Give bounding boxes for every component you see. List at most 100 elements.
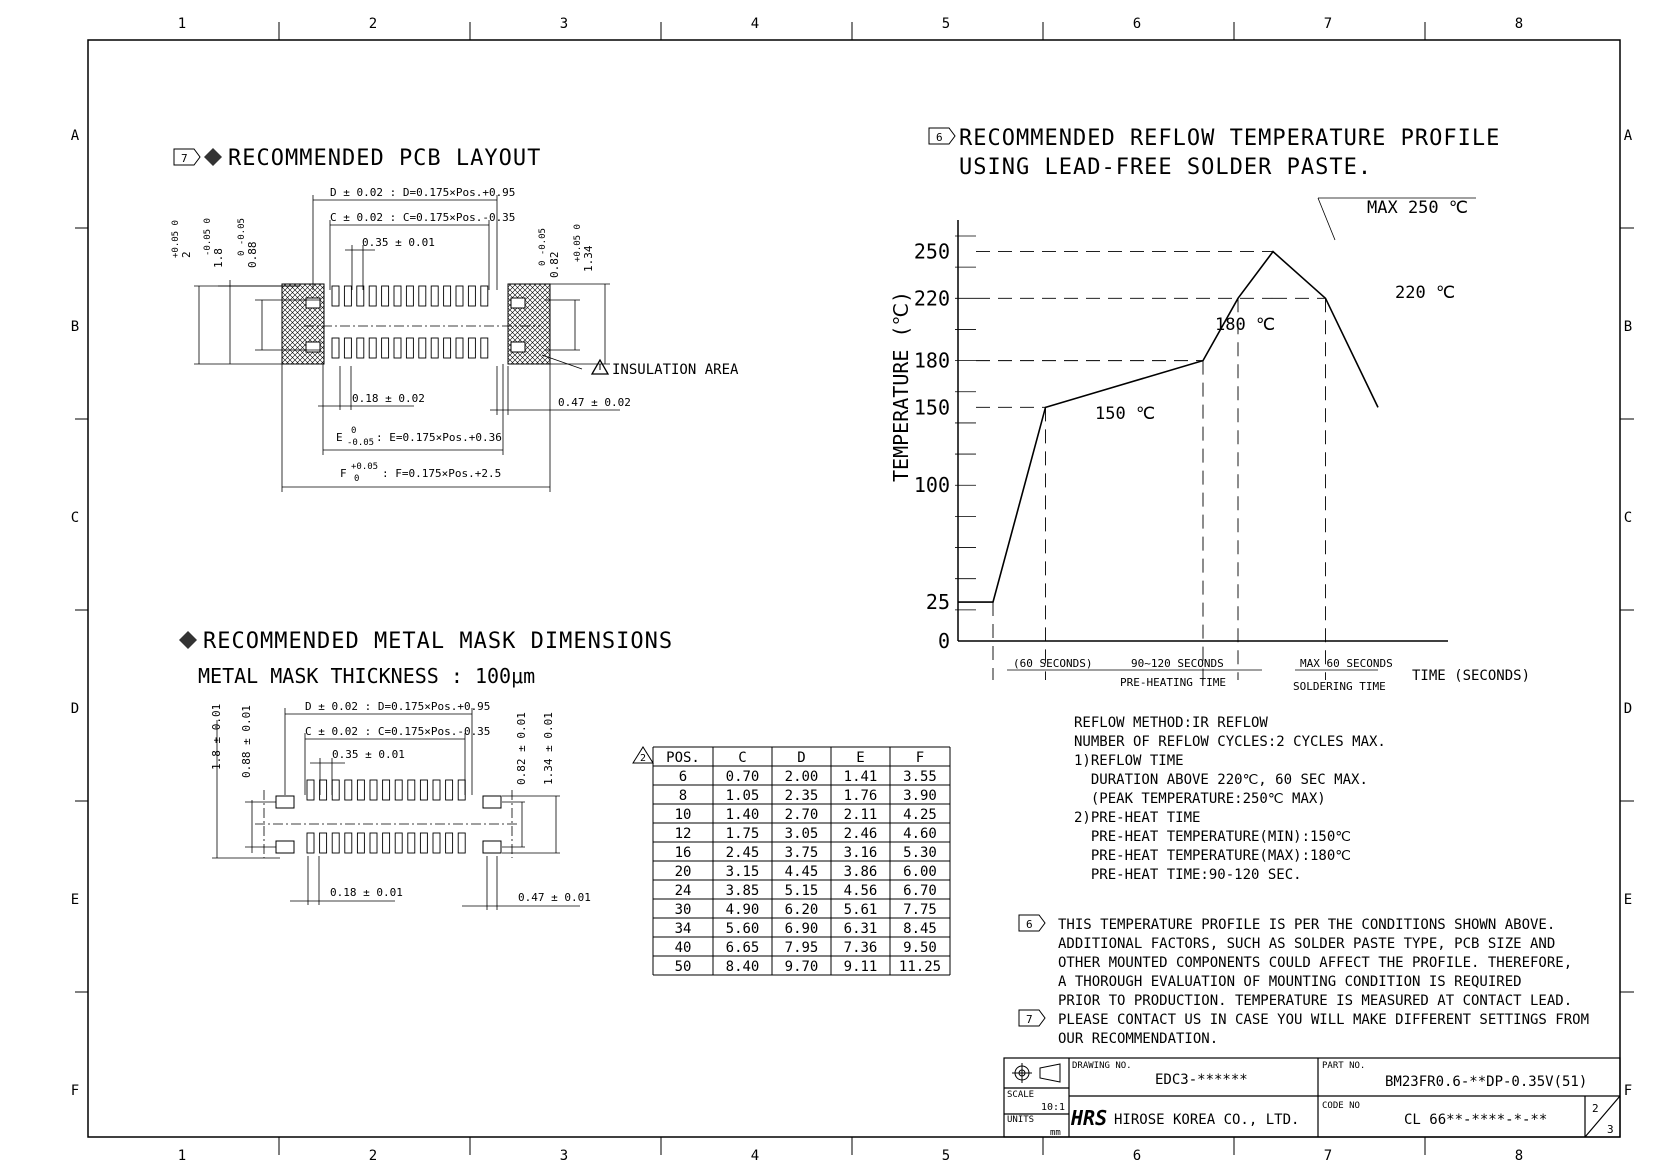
row-label: A [1624, 128, 1633, 144]
table-cell: 1.41 [844, 769, 878, 785]
table-cell: 3.05 [785, 826, 819, 842]
row-label: B [71, 319, 79, 335]
part-no-label: PART NO. [1322, 1061, 1365, 1071]
col-label: 3 [560, 1148, 568, 1164]
table-cell: 5.15 [785, 883, 819, 899]
diamond-icon [204, 148, 222, 166]
drawing-no-label: DRAWING NO. [1072, 1061, 1132, 1071]
reflow-section: 6 RECOMMENDED REFLOW TEMPERATURE PROFILE… [889, 126, 1530, 693]
drawing-frame [75, 22, 1634, 1155]
table-cell: 3.55 [903, 769, 937, 785]
note-6-line: A THOROUGH EVALUATION OF MOUNTING CONDIT… [1058, 974, 1522, 990]
y-tick-label: 25 [926, 590, 950, 614]
table-cell: 6 [679, 769, 687, 785]
signal-pad [382, 779, 391, 801]
dim-v2-tol: -0.05 0 [203, 218, 213, 256]
sheet-total: 3 [1607, 1123, 1614, 1136]
table-cell: 9.50 [903, 940, 937, 956]
signal-pad [356, 285, 365, 307]
table-cell: 3.90 [903, 788, 937, 804]
signal-pad [368, 285, 377, 307]
signal-pad [393, 285, 402, 307]
company-name: HIROSE KOREA CO., LTD. [1114, 1112, 1299, 1128]
table-cell: 9.11 [844, 959, 878, 975]
mask-signal-pads-bottom [306, 832, 466, 854]
y-tick-label: 100 [914, 473, 950, 497]
condition-line: PRE-HEAT TEMPERATURE(MAX):180℃ [1074, 848, 1351, 864]
note-triangle-2: 2 [632, 746, 654, 764]
signal-pad [369, 832, 378, 854]
table-cell: 5.60 [726, 921, 760, 937]
table-cell: 7.95 [785, 940, 819, 956]
signal-pad [344, 832, 353, 854]
x-axis-label: TIME (SECONDS) [1412, 668, 1530, 684]
table-cell: 6.90 [785, 921, 819, 937]
dim-width: 0.18 ± 0.02 [352, 392, 425, 405]
signal-pad [480, 285, 489, 307]
table-cell: 3.85 [726, 883, 760, 899]
table-cell: 4.90 [726, 902, 760, 918]
reflow-title-line2: USING LEAD-FREE SOLDER PASTE. [959, 155, 1372, 180]
dim-pitch: 0.35 ± 0.01 [362, 236, 435, 249]
mask-dim-v4: 1.34 ± 0.01 [542, 712, 555, 785]
signal-pad [443, 337, 452, 359]
col-label: 4 [751, 16, 759, 32]
row-label: C [71, 510, 79, 526]
dim-v2: 1.8 [212, 248, 225, 268]
dim-v5: 1.34 [582, 245, 595, 272]
signal-pad [394, 832, 403, 854]
table-cell: 4.45 [785, 864, 819, 880]
signal-pad [344, 779, 353, 801]
signal-pad [445, 832, 454, 854]
signal-pad [331, 832, 340, 854]
signal-pad [331, 337, 340, 359]
signal-pad [455, 337, 464, 359]
metal-mask-section: RECOMMENDED METAL MASK DIMENSIONS METAL … [179, 629, 673, 910]
y-tick-label: 150 [914, 395, 950, 419]
dim-v5-tol: +0.05 0 [573, 224, 583, 262]
signal-pad [343, 285, 352, 307]
table-header: D [797, 750, 805, 766]
mask-dim-v1: 1.8 ± 0.01 [210, 704, 223, 770]
dim-f-tol-top: +0.05 [351, 462, 378, 472]
col-label: 4 [751, 1148, 759, 1164]
table-cell: 24 [675, 883, 692, 899]
dim-e-label: E [336, 431, 343, 444]
reflow-conditions: REFLOW METHOD:IR REFLOW NUMBER OF REFLOW… [1074, 715, 1386, 883]
note-flag-number: 6 [936, 131, 943, 144]
dim-e-tol-top: 0 [351, 426, 356, 436]
signal-pad [457, 779, 466, 801]
condition-line: PRE-HEAT TIME:90-120 SEC. [1074, 867, 1302, 883]
note-flag-7: 7 [1018, 1009, 1046, 1027]
signal-pad [418, 337, 427, 359]
note-6-line: PRIOR TO PRODUCTION. TEMPERATURE IS MEAS… [1058, 993, 1572, 1009]
col-label: 7 [1324, 1148, 1332, 1164]
col-label: 8 [1515, 1148, 1523, 1164]
note-7-line: PLEASE CONTACT US IN CASE YOU WILL MAKE … [1058, 1012, 1589, 1028]
note-flag-number: 7 [1026, 1013, 1033, 1026]
dim-v3: 0.88 [246, 242, 259, 269]
seg-soldering-label: SOLDERING TIME [1293, 680, 1386, 693]
table-cell: 11.25 [899, 959, 941, 975]
signal-pad [381, 285, 390, 307]
mask-dim-pitch: 0.35 ± 0.01 [332, 748, 405, 761]
condition-line: REFLOW METHOD:IR REFLOW [1074, 715, 1268, 731]
table-note-mark: 2 [640, 753, 646, 764]
peak-label: MAX 250 ℃ [1367, 198, 1468, 218]
hrs-logo: HRS [1070, 1106, 1107, 1130]
mask-left-pad-top [275, 795, 295, 809]
mask-dimension-lines [212, 708, 580, 910]
dim-f-tol-bot: 0 [354, 474, 359, 484]
signal-pad [319, 779, 328, 801]
part-no: BM23FR0.6-**DP-0.35V(51) [1385, 1074, 1587, 1090]
signal-pad [356, 337, 365, 359]
time-segment-lines [1007, 197, 1476, 671]
table-cell: 20 [675, 864, 692, 880]
mask-dim-v2: 0.88 ± 0.01 [240, 705, 253, 778]
note-7-line: OUR RECOMMENDATION. [1058, 1031, 1218, 1047]
pcb-layout-section: 7 RECOMMENDED PCB LAYOUT [171, 146, 739, 492]
metal-mask-title: RECOMMENDED METAL MASK DIMENSIONS [203, 629, 673, 654]
mask-right-pad-top [482, 795, 502, 809]
condition-line: (PEAK TEMPERATURE:250℃ MAX) [1074, 791, 1326, 807]
scale-label: SCALE [1007, 1090, 1034, 1100]
